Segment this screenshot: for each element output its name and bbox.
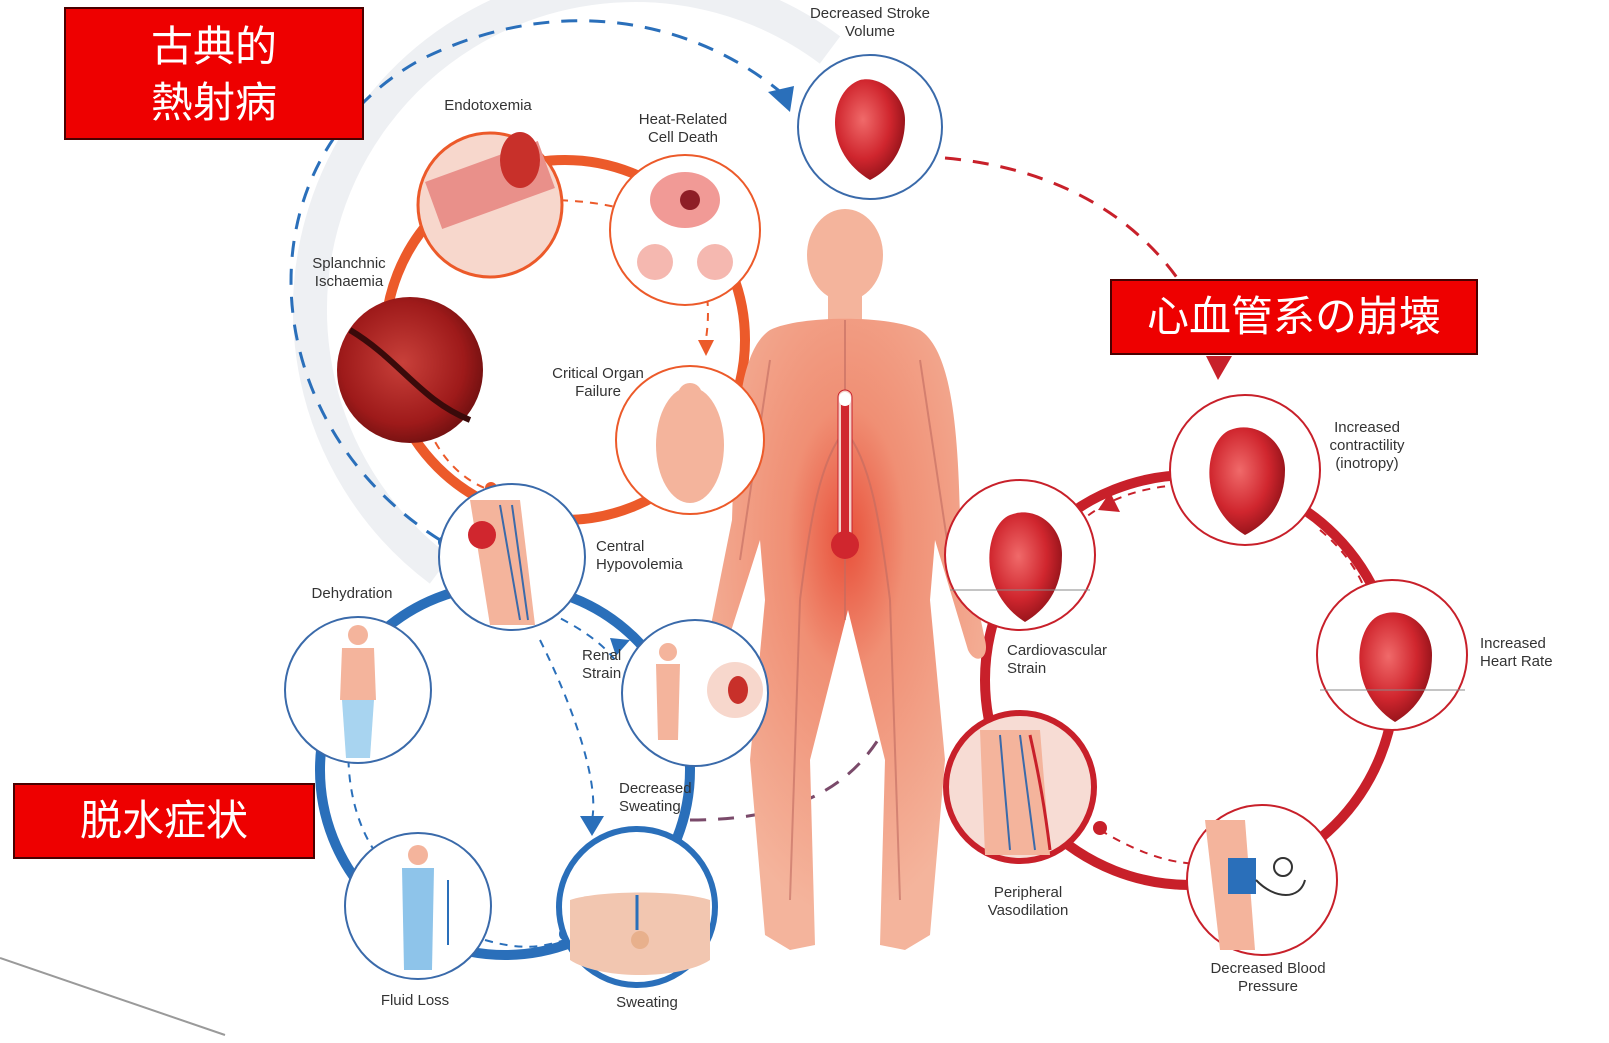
label-peripheral-vasodilation: Peripheral Vasodilation [988, 884, 1069, 920]
label-increased-contractility: Increased contractility (inotropy) [1329, 419, 1404, 473]
arrowhead-to-contractility [1206, 356, 1232, 380]
label-sweating: Sweating [616, 994, 678, 1012]
slide-corner-line [0, 950, 230, 1038]
label-endotoxemia: Endotoxemia [444, 97, 532, 115]
node-increased-heart-rate [1317, 580, 1467, 730]
callout-dehydration-symptoms: 脱水症状 [13, 783, 315, 859]
node-increased-contractility [1170, 395, 1320, 545]
label-dehydration: Dehydration [312, 585, 393, 603]
node-fluid-loss [345, 833, 491, 979]
node-decreased-stroke-volume [798, 55, 942, 199]
arrowhead-to-stroke-volume [768, 86, 794, 112]
label-decreased-sweating: Decreased Sweating [619, 780, 692, 816]
label-increased-heart-rate: Increased Heart Rate [1480, 635, 1553, 671]
label-cardiovascular-strain: Cardiovascular Strain [1007, 642, 1107, 678]
label-central-hypovolemia: Central Hypovolemia [596, 538, 683, 574]
node-cardiovascular-strain [945, 480, 1095, 630]
node-dehydration [285, 617, 431, 763]
callout-cardiovascular-collapse: 心血管系の崩壊 [1110, 279, 1478, 355]
node-decreased-blood-pressure [1187, 805, 1337, 955]
label-heat-related-cell-death: Heat-Related Cell Death [639, 111, 727, 147]
label-fluid-loss: Fluid Loss [381, 992, 449, 1010]
callout-classic-heatstroke: 古典的 熱射病 [64, 7, 364, 140]
label-splanchnic-ischaemia: Splanchnic Ischaemia [312, 255, 385, 291]
arrowhead-to-organ-failure [698, 340, 714, 356]
label-critical-organ-failure: Critical Organ Failure [552, 365, 644, 401]
node-central-hypovolemia [439, 484, 585, 630]
node-splanchnic-ischaemia [337, 297, 483, 443]
node-sweating [559, 829, 715, 985]
label-decreased-blood-pressure: Decreased Blood Pressure [1210, 960, 1325, 996]
node-heat-related-cell-death [610, 155, 760, 305]
node-renal-strain [622, 620, 768, 766]
node-peripheral-vasodilation [946, 713, 1094, 861]
label-renal-strain: Renal Strain [582, 647, 621, 683]
arrowhead-to-sweating [580, 816, 604, 836]
label-decreased-stroke-volume: Decreased Stroke Volume [810, 5, 930, 41]
ring-node-dot-2 [1093, 821, 1107, 835]
node-endotoxemia [418, 132, 562, 277]
